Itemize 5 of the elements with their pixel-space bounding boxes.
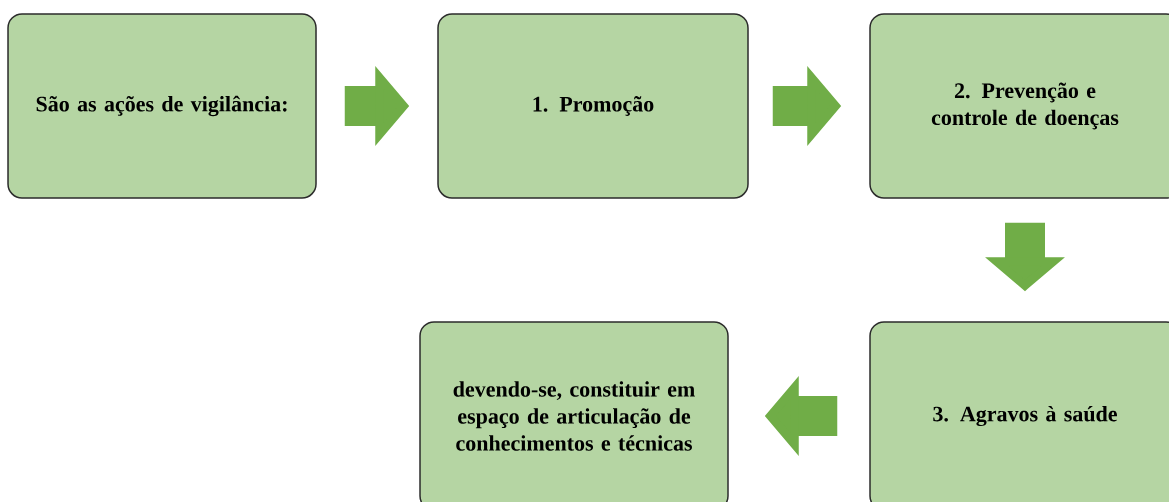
process-box: São as ações de vigilância: [7, 13, 317, 199]
process-box: devendo-se, constituir em espaço de articulação de conhecimentos e técnicas [419, 321, 729, 502]
process-box: 1. Promoção [437, 13, 749, 199]
process-box: 3. Agravos à saúde [869, 321, 1169, 502]
process-box: 2. Prevenção e controle de doenças [869, 13, 1169, 199]
